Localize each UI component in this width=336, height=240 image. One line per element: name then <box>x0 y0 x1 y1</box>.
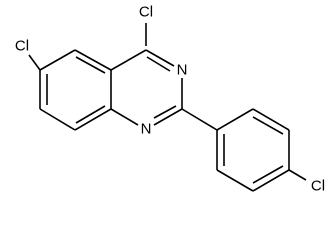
bond-c2-c1p <box>181 108 218 131</box>
atom-label-cl-right: Cl <box>311 178 325 195</box>
atom-labels: Cl Cl N N Cl <box>15 4 325 195</box>
bond-cl-c6 <box>28 54 41 71</box>
bond-c4a-c4 <box>110 49 147 71</box>
bond-c2-n1 <box>153 108 183 126</box>
bond-c2p-c3p-inner <box>252 116 284 135</box>
bond-c2-n1-inner <box>153 105 177 119</box>
bond-lines <box>28 23 307 192</box>
atom-label-n-upper: N <box>177 62 188 79</box>
bond-n1-c8a <box>110 108 139 126</box>
bond-c1p-c2p <box>216 108 254 131</box>
bond-c4p-cl <box>288 169 307 181</box>
bond-c4p-c5p-inner <box>252 165 284 184</box>
bond-c7-c8 <box>39 108 76 131</box>
bond-c4a-c5 <box>74 49 112 71</box>
atom-label-cl-left: Cl <box>15 38 29 55</box>
bond-c4-n3-inner <box>146 56 171 72</box>
bond-c5p-c6p <box>216 169 254 192</box>
bond-c2p-c3p <box>252 108 290 131</box>
bond-c4a-c5-inner <box>75 56 106 74</box>
atom-label-cl-top: Cl <box>139 4 153 21</box>
bond-c8-c8a-inner <box>75 105 106 124</box>
atom-label-n-lower: N <box>141 121 152 138</box>
bond-c4p-c5p <box>252 169 290 192</box>
bond-c5-c6 <box>39 49 76 71</box>
bond-c4-n3 <box>145 49 175 67</box>
chemical-structure-diagram: Cl Cl N N Cl <box>15 4 325 195</box>
bond-c8-c8a <box>74 108 112 131</box>
